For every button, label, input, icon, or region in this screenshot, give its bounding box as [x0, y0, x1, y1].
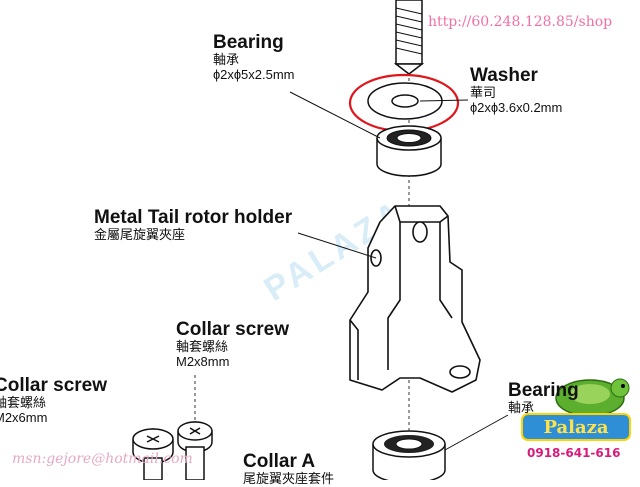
top-screw [393, 0, 425, 75]
bearing-bottom-zh: 軸承 [508, 400, 535, 416]
label-collar-screw-2: Collar screw 軸套螺絲 M2x6mm [0, 375, 107, 426]
washer-zh: 華司 [470, 85, 497, 101]
collar-screw-1-title: Collar screw [176, 319, 289, 340]
palaza-logo-text: Palaza [543, 417, 608, 438]
collar-screw-m2x6-part [132, 428, 174, 480]
bearing-bottom-part [372, 430, 446, 480]
holder-zh: 金屬尾旋翼夾座 [94, 227, 186, 243]
collar-screw-2-zh: 軸套螺絲 [0, 395, 47, 411]
bearing-bottom-title: Bearing [508, 380, 579, 401]
collar-screw-2-spec: M2x6mm [0, 410, 48, 426]
collar-screw-1-spec: M2x8mm [176, 354, 230, 370]
bearing-top-title: Bearing [213, 32, 284, 53]
label-holder: Metal Tail rotor holder 金屬尾旋翼夾座 [94, 207, 293, 243]
palaza-logo: Palaza [521, 378, 631, 441]
collar-screw-m2x8-part [177, 375, 213, 480]
label-bearing-bottom: Bearing 軸承 [508, 380, 579, 416]
label-bearing-top: Bearing 軸承 ɸ2xɸ5x2.5mm [213, 32, 295, 83]
holder-title: Metal Tail rotor holder [94, 207, 293, 228]
phone-watermark: 0918-641-616 [527, 446, 621, 460]
msn-watermark: msn:gejore@hotmail.com [12, 451, 193, 467]
bearing-top-spec: ɸ2xɸ5x2.5mm [213, 67, 295, 83]
leader-holder [297, 232, 377, 259]
tail-rotor-holder-part [349, 205, 481, 393]
label-collar-screw-1: Collar screw 軸套螺絲 M2x8mm [176, 319, 289, 370]
leader-bearing-bottom [444, 414, 509, 451]
collar-screw-2-title: Collar screw [0, 375, 107, 396]
bearing-top-part [376, 125, 442, 177]
bearing-top-zh: 軸承 [213, 52, 240, 68]
washer-title: Washer [470, 65, 538, 86]
label-washer: Washer 華司 ɸ2xɸ3.6x0.2mm [470, 65, 563, 116]
collar-a-title: Collar A [243, 451, 316, 472]
washer-spec: ɸ2xɸ3.6x0.2mm [470, 100, 563, 116]
shop-url-watermark: http://60.248.128.85/shop [428, 14, 613, 30]
label-collar-a: Collar A 尾旋翼夾座套件 [243, 451, 334, 487]
leader-bearing-top [289, 91, 381, 139]
leader-washer [419, 99, 469, 102]
washer-part [367, 82, 443, 120]
collar-screw-1-zh: 軸套螺絲 [176, 339, 229, 355]
